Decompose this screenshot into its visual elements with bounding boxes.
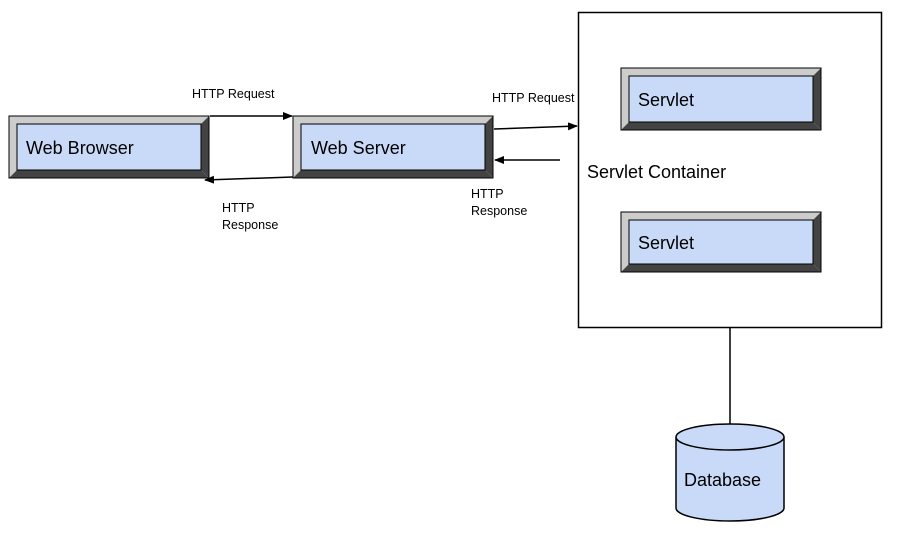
servlet-container-label: Servlet Container [587,162,726,182]
servlet-top-node: Servlet [620,67,822,131]
response-arrow-server-to-browser [204,175,294,184]
request-label-1: HTTP Request [192,87,275,101]
web-browser-label: Web Browser [26,138,134,158]
servlet-bottom-label: Servlet [638,233,694,253]
database-node: Database [675,423,785,522]
request-arrow-server-to-container [493,122,578,131]
web-server-label: Web Server [311,138,406,158]
response-label-2-line2: Response [471,204,527,218]
servlet-container-box [577,11,883,329]
request-label-2: HTTP Request [492,91,575,105]
servlet-bottom-node: Servlet [620,211,822,273]
web-browser-node: Web Browser [8,115,210,179]
response-label-2-line1: HTTP [471,187,504,201]
servlet-top-label: Servlet [638,90,694,110]
web-server-node: Web Server [292,115,494,179]
database-label: Database [684,470,761,490]
response-label-1-line1: HTTP [222,201,255,215]
response-label-1-line2: Response [222,218,278,232]
